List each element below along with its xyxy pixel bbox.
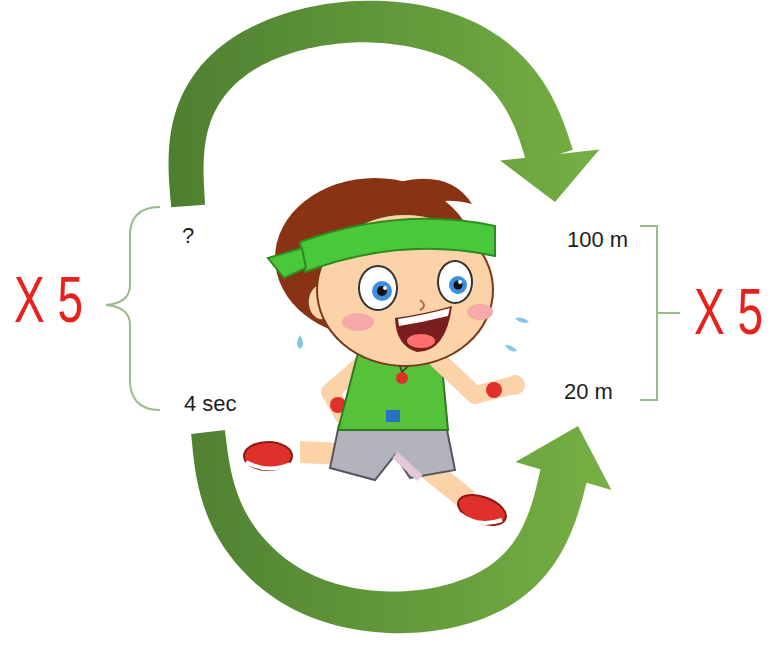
- quantity-node: 4 sec: [180, 390, 241, 418]
- arrow-head: [515, 426, 611, 490]
- curved-arrow: [191, 426, 611, 633]
- value-text: 20 m: [564, 380, 613, 404]
- value-text: 4 sec: [184, 392, 237, 416]
- quantity-node: 20 m: [560, 378, 617, 406]
- value-text: ?: [182, 224, 194, 248]
- value-text: 100 m: [567, 228, 628, 252]
- right-bracket: [640, 226, 680, 400]
- arrow-body: [169, 1, 573, 208]
- quantity-node: ?: [178, 222, 198, 250]
- curved-arrow: [169, 1, 600, 208]
- arrow-head: [500, 149, 599, 202]
- quantity-node: 100 m: [563, 226, 632, 254]
- left-brace: [106, 207, 160, 410]
- running-boy: [244, 178, 529, 531]
- multiplier-label: X 5: [694, 280, 763, 344]
- multiplier-label: X 5: [14, 268, 83, 332]
